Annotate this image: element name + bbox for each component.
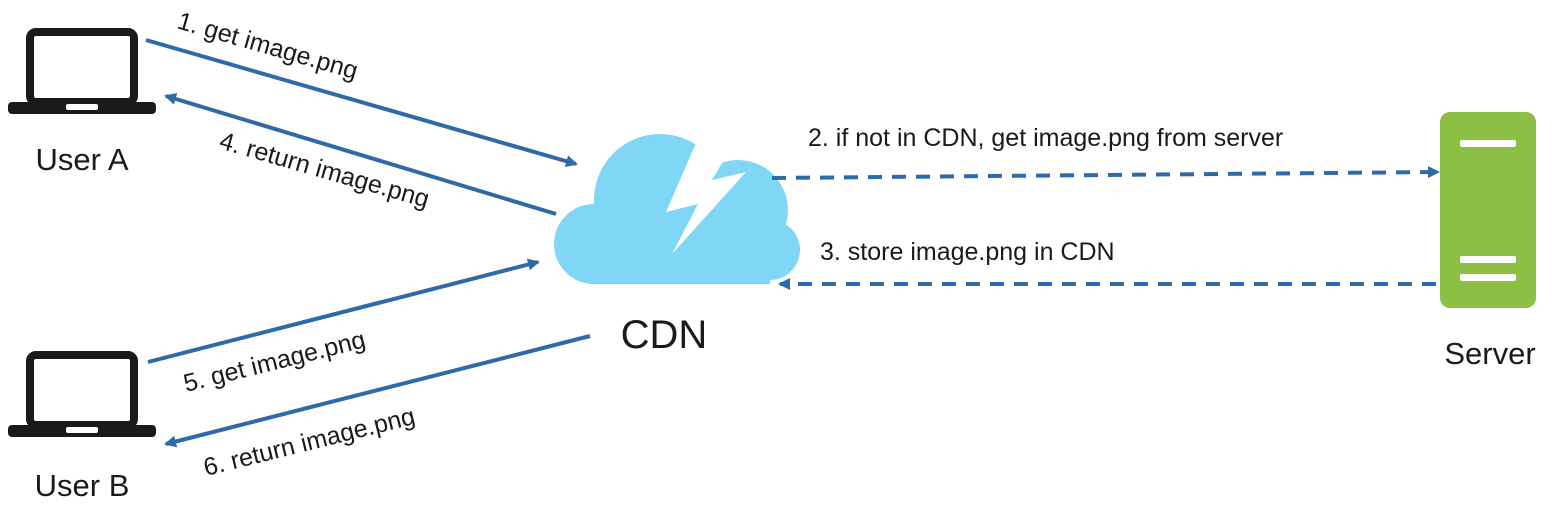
cdn-label: CDN xyxy=(621,313,708,357)
edge-label-step-6: 6. return image.png xyxy=(201,402,418,482)
user-a-label: User A xyxy=(35,142,128,177)
server-icon xyxy=(1440,112,1536,308)
edge-label-step-5: 5. get image.png xyxy=(181,326,368,398)
user-b-label: User B xyxy=(35,468,130,503)
arrow-return-user-b xyxy=(164,334,591,448)
cloud-lightning-icon xyxy=(554,134,800,284)
arrow-return-user-a xyxy=(164,93,557,216)
user-b-laptop-icon xyxy=(8,351,156,437)
edge-label-step-2: 2. if not in CDN, get image.png from ser… xyxy=(808,124,1283,152)
edge-label-step-3: 3. store image.png in CDN xyxy=(820,238,1115,266)
arrow-get-user-b xyxy=(147,258,540,364)
server-label: Server xyxy=(1444,336,1535,371)
edge-label-step-4: 4. return image.png xyxy=(216,127,432,214)
arrow-get-user-a xyxy=(145,38,578,167)
user-a-laptop-icon xyxy=(8,28,156,114)
arrow-cdn-to-server xyxy=(771,166,1440,180)
